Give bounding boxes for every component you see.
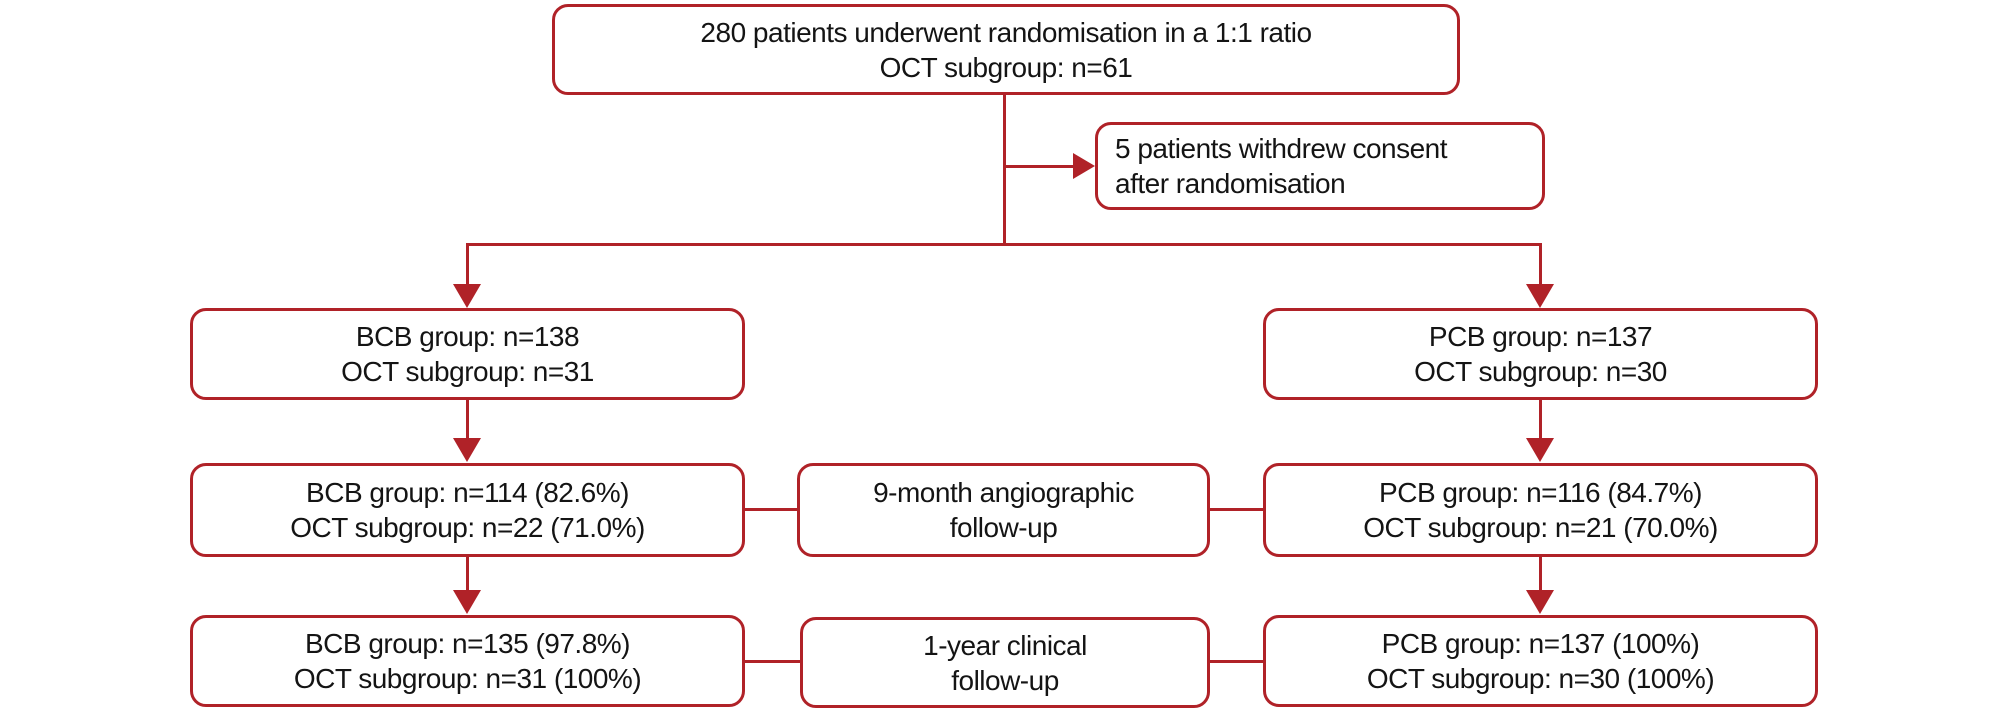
pcb-group-box-line1: PCB group: n=137 <box>1428 321 1653 352</box>
clinical-label-line1: 1-year clinical <box>923 629 1087 661</box>
angio-left-connector-line <box>745 508 797 511</box>
stem-line <box>1003 95 1006 246</box>
bcb-angiographic-box: BCB group: n=114 (82.6%) OCT subgroup: n… <box>190 463 745 557</box>
pcb-branch-line <box>1539 243 1542 286</box>
withdrawal-box: 5 patients withdrew consent after random… <box>1095 122 1545 210</box>
arrow-down-icon <box>453 590 481 614</box>
arrow-down-icon <box>453 438 481 462</box>
angio-right-connector-line <box>1210 508 1263 511</box>
pcb-group-box-line2: OCT subgroup: n=30 <box>1414 356 1667 387</box>
bcb-angiographic-box-line2: OCT subgroup: n=22 (71.0%) <box>290 512 645 543</box>
withdrawal-box-line2: after randomisation <box>1115 168 1346 199</box>
randomisation-box-line1: 280 patients underwent randomisation in … <box>700 16 1312 48</box>
bcb-group-box-line1: BCB group: n=138 <box>355 321 580 352</box>
clinical-label-line2: follow-up <box>951 664 1059 696</box>
bcb-angiographic-box-line1: BCB group: n=114 (82.6%) <box>306 477 629 508</box>
arrow-down-icon <box>1526 284 1554 308</box>
pcb-angiographic-box: PCB group: n=116 (84.7%) OCT subgroup: n… <box>1263 463 1818 557</box>
bcb-clinical-box: BCB group: n=135 (97.8%) OCT subgroup: n… <box>190 615 745 707</box>
clinical-label-box: 1-year clinical follow-up <box>800 617 1210 708</box>
clinical-left-connector-line <box>745 660 800 663</box>
arrow-down-icon <box>453 284 481 308</box>
bcb-branch-line <box>466 243 469 286</box>
withdrawal-connector-line <box>1005 165 1075 168</box>
pcb-angiographic-box-line2: OCT subgroup: n=21 (70.0%) <box>1363 512 1718 543</box>
pcb-angiographic-box-line1: PCB group: n=116 (84.7%) <box>1379 477 1702 508</box>
withdrawal-box-line1: 5 patients withdrew consent <box>1115 133 1448 164</box>
bcb-clinical-connector-line <box>466 557 469 592</box>
pcb-group-box: PCB group: n=137 OCT subgroup: n=30 <box>1263 308 1818 400</box>
bcb-group-box-line2: OCT subgroup: n=31 <box>341 356 594 387</box>
pcb-clinical-box-line2: OCT subgroup: n=30 (100%) <box>1366 663 1715 694</box>
angiographic-label-line1: 9-month angiographic <box>873 477 1134 508</box>
arrow-right-icon <box>1073 153 1095 179</box>
pcb-clinical-connector-line <box>1539 557 1542 592</box>
angiographic-label-line2: follow-up <box>949 512 1058 543</box>
bcb-clinical-box-line2: OCT subgroup: n=31 (100%) <box>293 663 642 694</box>
pcb-clinical-box: PCB group: n=137 (100%) OCT subgroup: n=… <box>1263 615 1818 707</box>
bcb-group-box: BCB group: n=138 OCT subgroup: n=31 <box>190 308 745 400</box>
clinical-right-connector-line <box>1210 660 1263 663</box>
pcb-angio-connector-line <box>1539 400 1542 440</box>
arrow-down-icon <box>1526 438 1554 462</box>
bcb-angio-connector-line <box>466 400 469 440</box>
randomisation-box: 280 patients underwent randomisation in … <box>552 4 1460 95</box>
randomisation-box-line2: OCT subgroup: n=61 <box>879 51 1133 83</box>
arrow-down-icon <box>1526 590 1554 614</box>
branch-line <box>466 243 1542 246</box>
bcb-clinical-box-line1: BCB group: n=135 (97.8%) <box>305 628 630 659</box>
angiographic-label-box: 9-month angiographic follow-up <box>797 463 1210 557</box>
pcb-clinical-box-line1: PCB group: n=137 (100%) <box>1381 628 1700 659</box>
